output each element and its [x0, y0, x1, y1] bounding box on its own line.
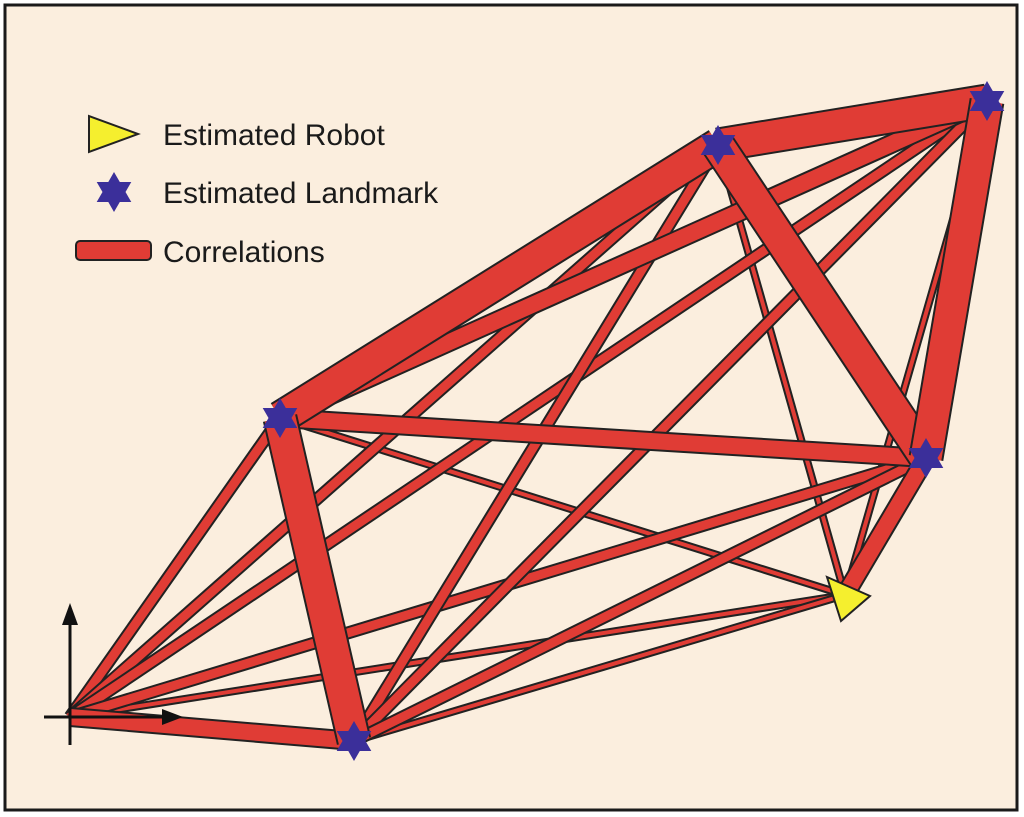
correlation-landmark-left-landmark-right [279, 408, 927, 468]
landmark-bottom-star-icon [336, 721, 372, 761]
x-axis-arrow-icon [162, 709, 183, 725]
correlation-landmark-left-landmark-bottom [262, 414, 372, 745]
landmark-right-star-icon [908, 438, 944, 478]
correlation-landmark-top-landmark-left [270, 130, 728, 433]
correlation-landmark-right-robot [836, 452, 935, 601]
correlation-landmark-top-right-landmark-right [908, 98, 1005, 461]
node-markers [262, 81, 1005, 761]
correlation-landmark-top-landmark-top-right [715, 83, 990, 163]
correlation-landmark-bottom-robot [352, 591, 847, 745]
landmark-top-right-star-icon [969, 81, 1005, 121]
correlation-edges [64, 83, 1005, 751]
correlation-origin-landmark-left [64, 414, 286, 721]
correlation-origin-robot [69, 591, 846, 721]
correlation-landmark-bottom-landmark-right [351, 452, 929, 747]
correlation-landmark-top-landmark-right [703, 135, 941, 468]
legend: Estimated Robot Estimated Landmark Corre… [75, 114, 439, 269]
origin-axes [44, 603, 183, 745]
legend-correlation-label: Correlations [163, 236, 325, 269]
robot-triangle-icon [88, 114, 141, 154]
correlation-swatch-icon [75, 240, 152, 261]
legend-robot-label: Estimated Robot [163, 119, 385, 152]
landmark-top-star-icon [700, 125, 736, 165]
correlation-origin-landmark-top-right [66, 95, 991, 723]
legend-landmark-label: Estimated Landmark [163, 177, 439, 210]
robot-triangle-icon [825, 575, 872, 623]
y-axis-arrow-icon [62, 603, 78, 625]
landmark-star-icon [96, 172, 132, 212]
landmark-left-star-icon [262, 398, 298, 438]
correlation-landmark-bottom-landmark-top-right [349, 96, 992, 746]
correlation-origin-landmark-bottom [69, 707, 355, 751]
